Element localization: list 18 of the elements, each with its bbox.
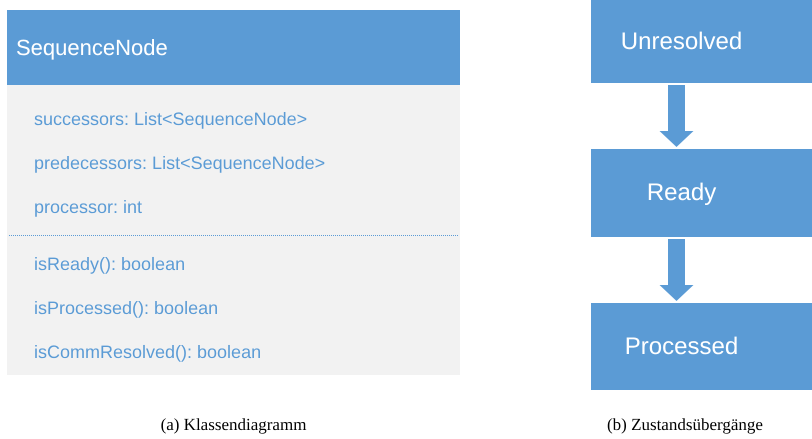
block-arrow (660, 85, 694, 147)
class-method: isProcessed(): boolean (34, 297, 218, 320)
class-box (7, 10, 460, 375)
class-method: isReady(): boolean (34, 253, 186, 276)
class-attribute: predecessors: List<SequenceNode> (34, 152, 326, 175)
figure-caption: (b) Zustandsübergänge (607, 415, 763, 434)
state-box (591, 303, 812, 390)
state-name: Unresolved (620, 26, 742, 56)
class-attribute: processor: int (34, 196, 142, 219)
class-name: SequenceNode (16, 34, 168, 62)
state-box (591, 0, 812, 83)
state-name: Processed (624, 332, 738, 362)
state-name: Ready (646, 178, 716, 208)
state-box (591, 149, 812, 237)
block-arrow (660, 239, 694, 301)
figure-caption: (a) Klassendiagramm (160, 415, 306, 434)
class-method: isCommResolved(): boolean (34, 341, 262, 364)
class-attribute: successors: List<SequenceNode> (34, 108, 308, 131)
